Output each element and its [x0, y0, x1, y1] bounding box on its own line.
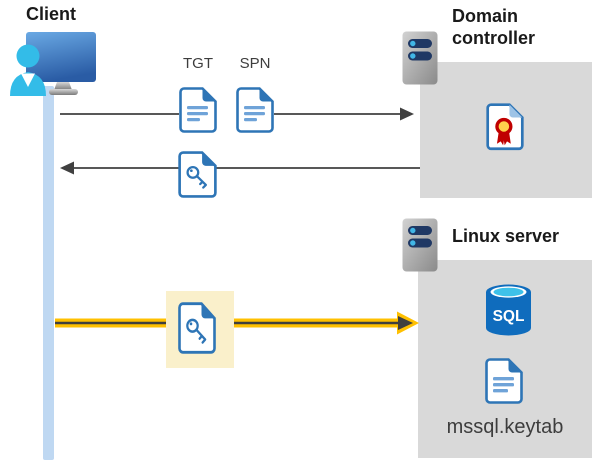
- key-glyph: [186, 318, 207, 344]
- ticket-response-arrow: [60, 161, 420, 175]
- sql-database-icon: SQL: [486, 284, 531, 336]
- domain-controller-label: Domain controller: [452, 6, 536, 48]
- key-glyph: [186, 166, 208, 189]
- highlighted-key-ticket-icon: [178, 302, 216, 354]
- keytab-label: mssql.keytab: [446, 416, 564, 438]
- monitor-shape: [26, 32, 96, 95]
- client-computer-icon: [10, 32, 96, 96]
- certificate-icon: [486, 103, 524, 151]
- client-timeline-bar: [43, 86, 54, 460]
- spn-document-icon: [236, 87, 274, 133]
- kerberos-auth-arrow: [55, 311, 419, 335]
- sql-icon-label: SQL: [493, 308, 525, 325]
- linux-server-icon: [402, 218, 438, 272]
- keytab-document-icon: [485, 358, 523, 404]
- tgt-label: TGT: [183, 55, 213, 72]
- tgt-document-icon: [179, 87, 217, 133]
- person-shape: [10, 44, 46, 96]
- client-label: Client: [26, 4, 77, 24]
- domain-controller-server-icon: [402, 31, 438, 85]
- spn-label: SPN: [239, 55, 271, 72]
- linux-server-label: Linux server: [452, 226, 560, 246]
- rosette-shape: [495, 117, 513, 146]
- key-ticket-icon: [178, 151, 217, 198]
